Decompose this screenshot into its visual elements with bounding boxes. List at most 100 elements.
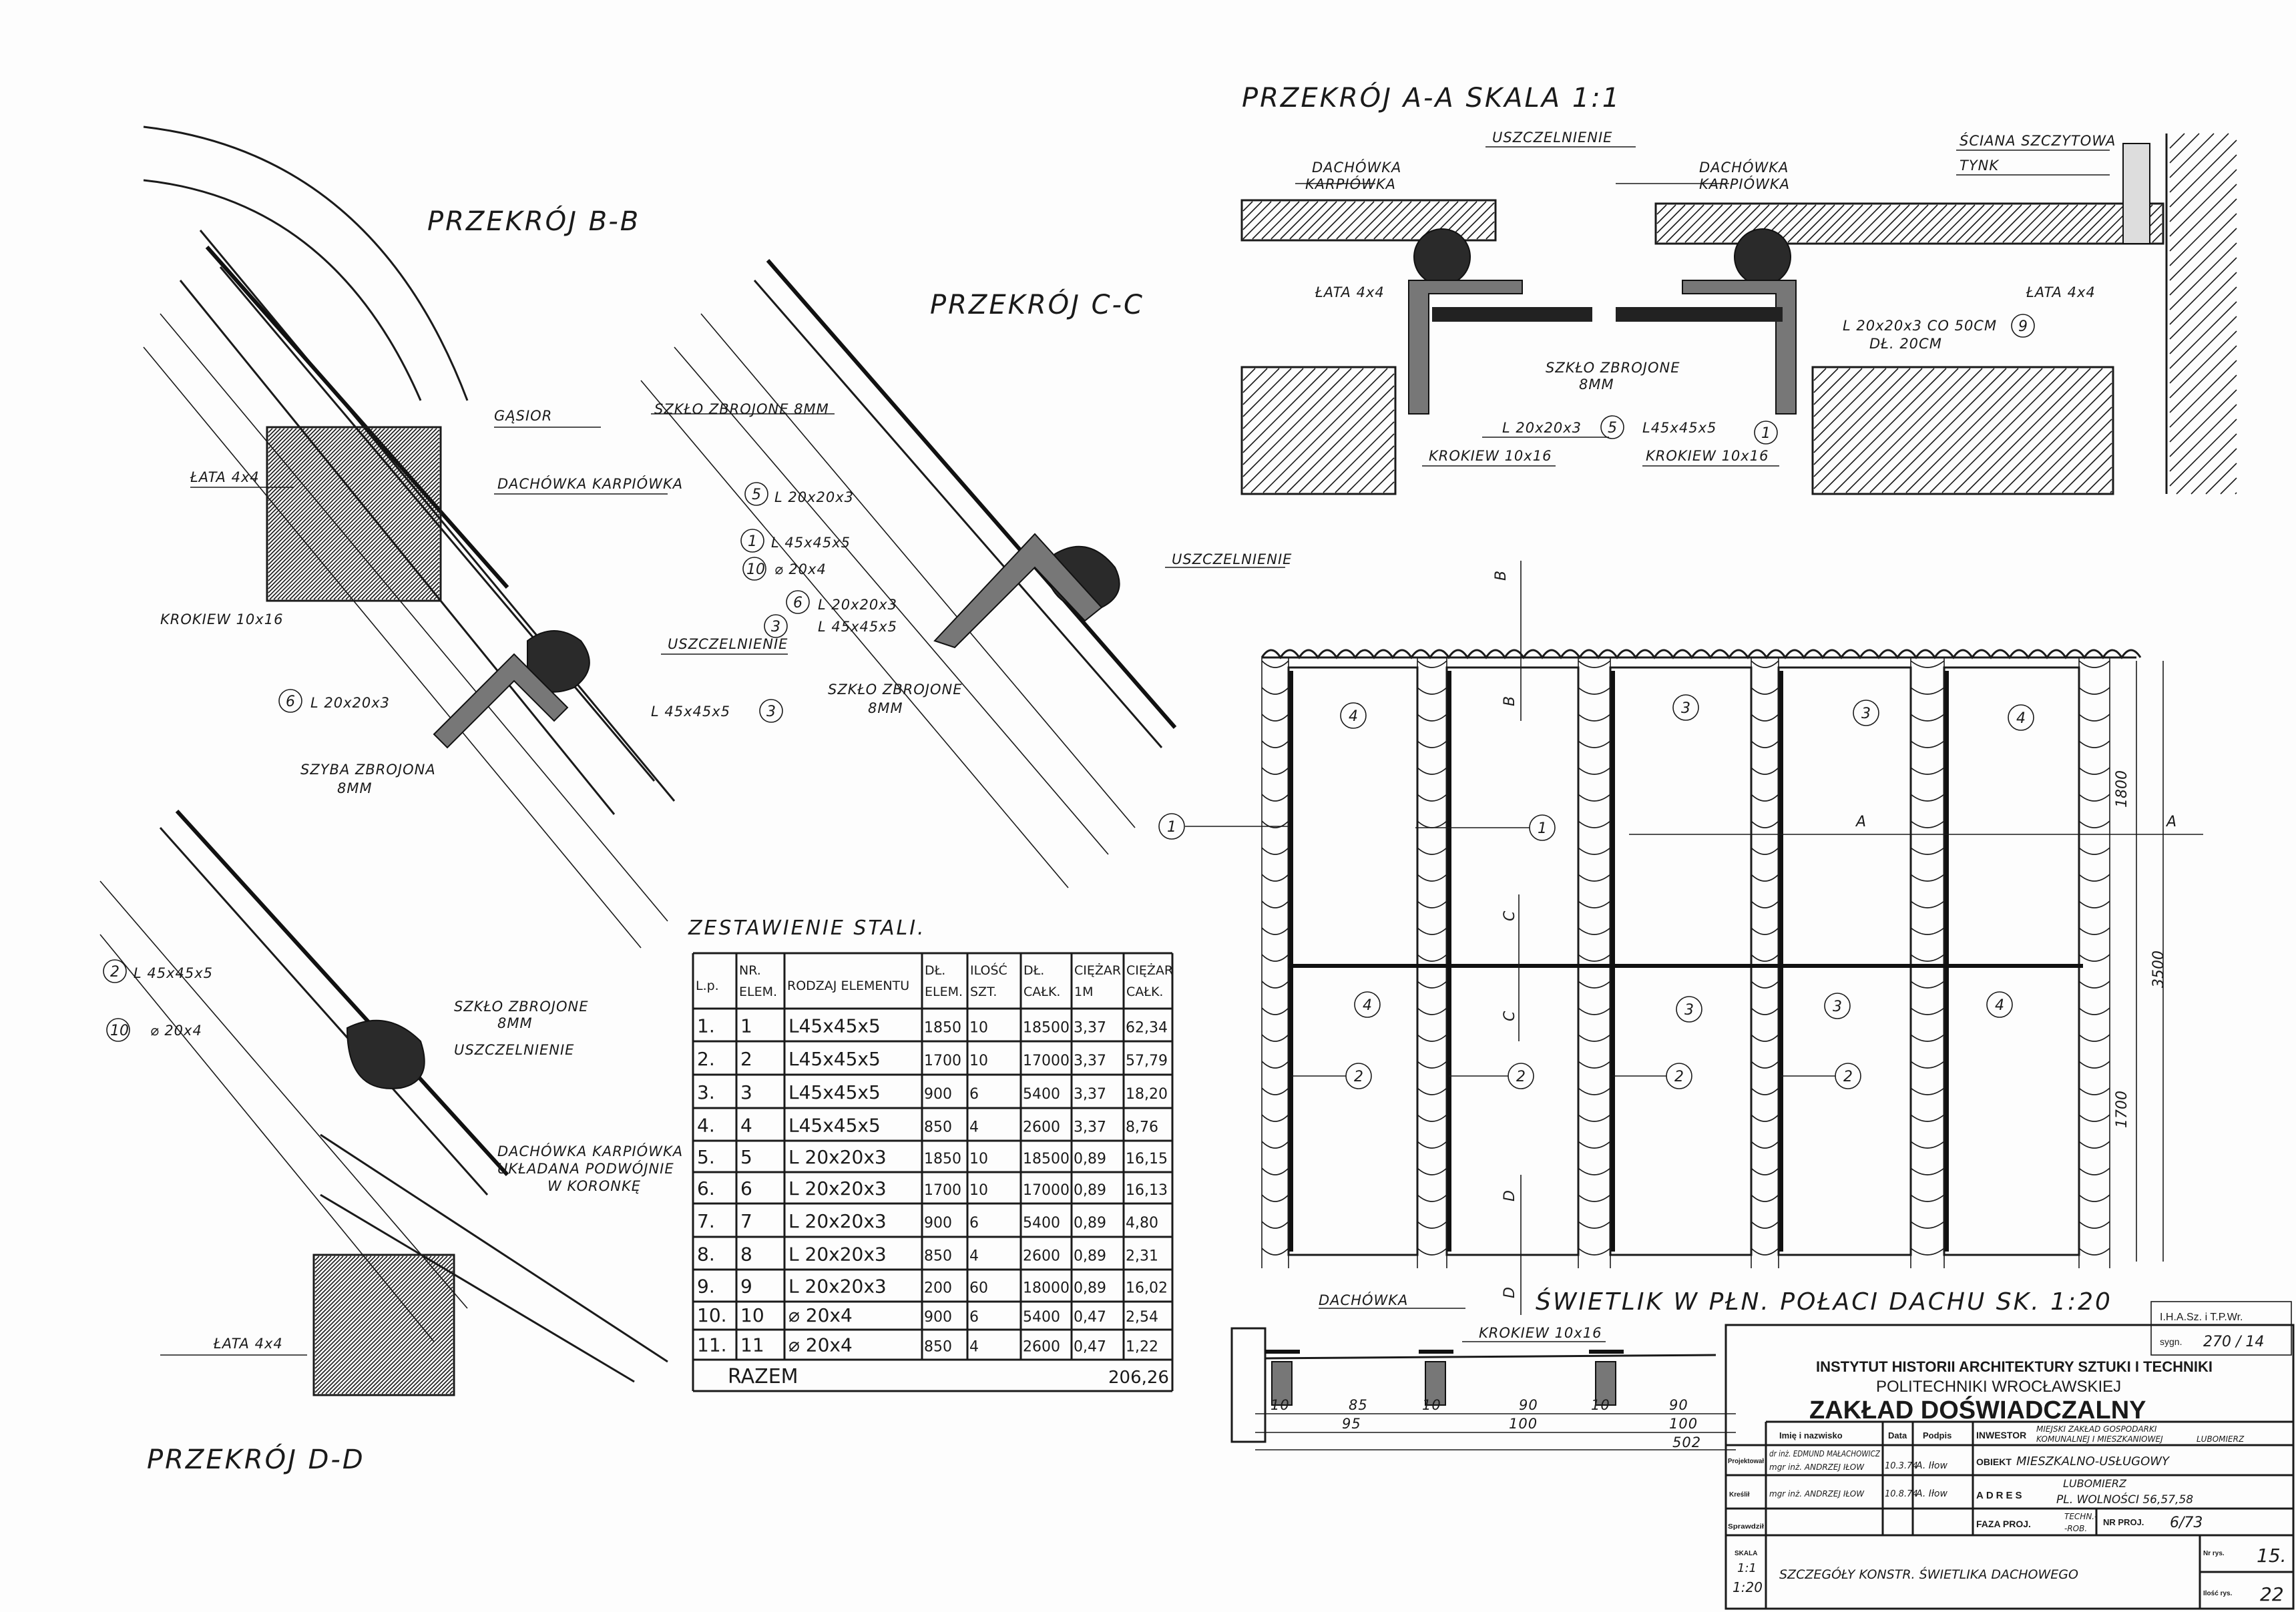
hatch-line	[1834, 204, 1873, 243]
table-cell: 4	[740, 1114, 752, 1136]
label-tile-1: DACHÓWKA KARPIÓWKA	[497, 1143, 683, 1159]
marker-circle	[1672, 694, 1699, 721]
table-cell: 6.	[697, 1177, 715, 1199]
table-cell: 2600	[1023, 1248, 1060, 1264]
glass-pane-left	[1432, 307, 1592, 322]
hatch-line	[2176, 433, 2237, 495]
tile-course	[1751, 1141, 1779, 1149]
seal-dd	[346, 1019, 425, 1089]
section-aa: PRZEKRÓJ A-A SKALA 1:1 DACHÓWKA KARPIÓWK…	[1240, 81, 2237, 495]
hatch-line	[1899, 204, 1938, 243]
tile-course	[1910, 794, 1945, 802]
marker-circle	[1676, 996, 1702, 1023]
hatch-line	[2205, 463, 2237, 495]
tile-course	[1578, 1087, 1611, 1095]
section-dd: PRZEKRÓJ D-D 2 L 45x45x5 10 ⌀ 20x4 SZKŁO…	[99, 809, 683, 1475]
dim-value: 95	[1342, 1416, 1361, 1432]
table-cell: 2,31	[1126, 1248, 1158, 1264]
tile-course	[1578, 714, 1611, 722]
marker-circle	[1345, 1063, 1372, 1089]
tile-course	[2078, 714, 2110, 722]
hatch-line	[314, 1256, 424, 1365]
drawing-title: SZCZEGÓŁY KONSTR. ŚWIETLIKA DACHOWEGO	[1779, 1566, 2078, 1582]
table-header-cell: 1M	[1074, 985, 1093, 999]
table-cell: 11	[740, 1334, 764, 1356]
table-header-cell: SZT.	[970, 985, 997, 999]
table-cell: 0,89	[1074, 1151, 1106, 1167]
tile-course	[1417, 767, 1447, 775]
tile-course	[1417, 1141, 1447, 1149]
investor-line-2: KOMUNALNEJ I MIESZKANIOWEJ	[2036, 1434, 2163, 1444]
hatch-line	[268, 428, 401, 561]
hatch-line	[1813, 368, 1887, 441]
tile-course	[1910, 714, 1945, 722]
hatch-line	[1881, 204, 1919, 243]
label-flat-10: ⌀ 20x4	[774, 561, 827, 577]
hatch-line	[413, 573, 440, 600]
tile-course	[1417, 1087, 1447, 1095]
hatch-line	[425, 585, 440, 600]
label-glass-1: SZYBA ZBROJONA	[300, 762, 436, 778]
hatch-line	[349, 509, 440, 600]
hatch-line	[2169, 330, 2237, 398]
tile-course	[1578, 1034, 1611, 1042]
hatch-line	[1476, 221, 1495, 240]
marker-circle	[1853, 700, 1879, 726]
marker-number: 4	[1995, 997, 2004, 1014]
hatch-line	[2062, 443, 2112, 493]
table-cell: 18500	[1023, 1019, 1070, 1036]
hatch-line	[268, 428, 429, 589]
hatch-line	[1990, 370, 2112, 493]
hatch-line	[268, 428, 325, 485]
table-header-cell: CAŁK.	[1023, 985, 1060, 999]
hatch-line	[2002, 204, 2041, 243]
address-line-2: PL. WOLNOŚCI 56,57,58	[2056, 1492, 2193, 1507]
tile-course	[1910, 1007, 1945, 1015]
hatch-line	[314, 1256, 444, 1385]
object-value: MIESZKALNO-USŁUGOWY	[2016, 1454, 2170, 1468]
table-cell: 8,76	[1126, 1119, 1158, 1135]
tile-course	[1261, 740, 1289, 748]
hatch-line	[1242, 201, 1281, 240]
hatch-line	[268, 428, 425, 585]
hatch-line	[273, 433, 440, 600]
tile-course	[1910, 820, 1945, 828]
hatch-line	[429, 1370, 453, 1394]
tile-course	[2078, 660, 2110, 668]
tile-course	[1751, 820, 1779, 828]
hatch-line	[2058, 204, 2097, 243]
steel-schedule-table: ZESTAWIENIE STALI. L.p.NR.ELEM.RODZAJ EL…	[688, 916, 1174, 1392]
hatch-line	[1287, 385, 1395, 493]
role-design: Projektował	[1728, 1458, 1764, 1465]
marker-circle	[2008, 704, 2034, 731]
tile-course	[1261, 687, 1289, 695]
tile-course	[1578, 740, 1611, 748]
tile-course	[1578, 820, 1611, 828]
hatch-line	[1845, 368, 1971, 493]
hatch-line	[314, 1256, 368, 1309]
hatch-line	[1656, 204, 1676, 224]
hatch-line	[405, 1346, 453, 1394]
hatch-line	[2169, 213, 2237, 281]
tile-course	[2078, 1167, 2110, 1175]
hatch-line	[317, 1258, 453, 1394]
hatch-line	[268, 428, 321, 481]
marker-number: 6	[793, 595, 802, 611]
table-cell: 62,34	[1126, 1019, 1168, 1036]
marker-number: 3	[1833, 999, 1842, 1015]
hatch-line	[314, 1256, 432, 1373]
tile-course	[1751, 714, 1779, 722]
marker-number: 2	[1354, 1069, 1363, 1085]
table-cell: 900	[924, 1086, 952, 1103]
tile-course	[1578, 687, 1611, 695]
label-seal: USZCZELNIENIE	[1492, 129, 1612, 146]
hatch-line	[433, 1374, 453, 1394]
hatch-line	[281, 441, 440, 600]
hatch-line	[314, 1256, 388, 1329]
marker-number: 2	[1674, 1069, 1684, 1085]
hatch-line	[1813, 368, 1911, 465]
tile-course	[1751, 1194, 1779, 1202]
dim-value: 10	[1422, 1397, 1441, 1413]
hatch-line	[314, 1256, 392, 1333]
